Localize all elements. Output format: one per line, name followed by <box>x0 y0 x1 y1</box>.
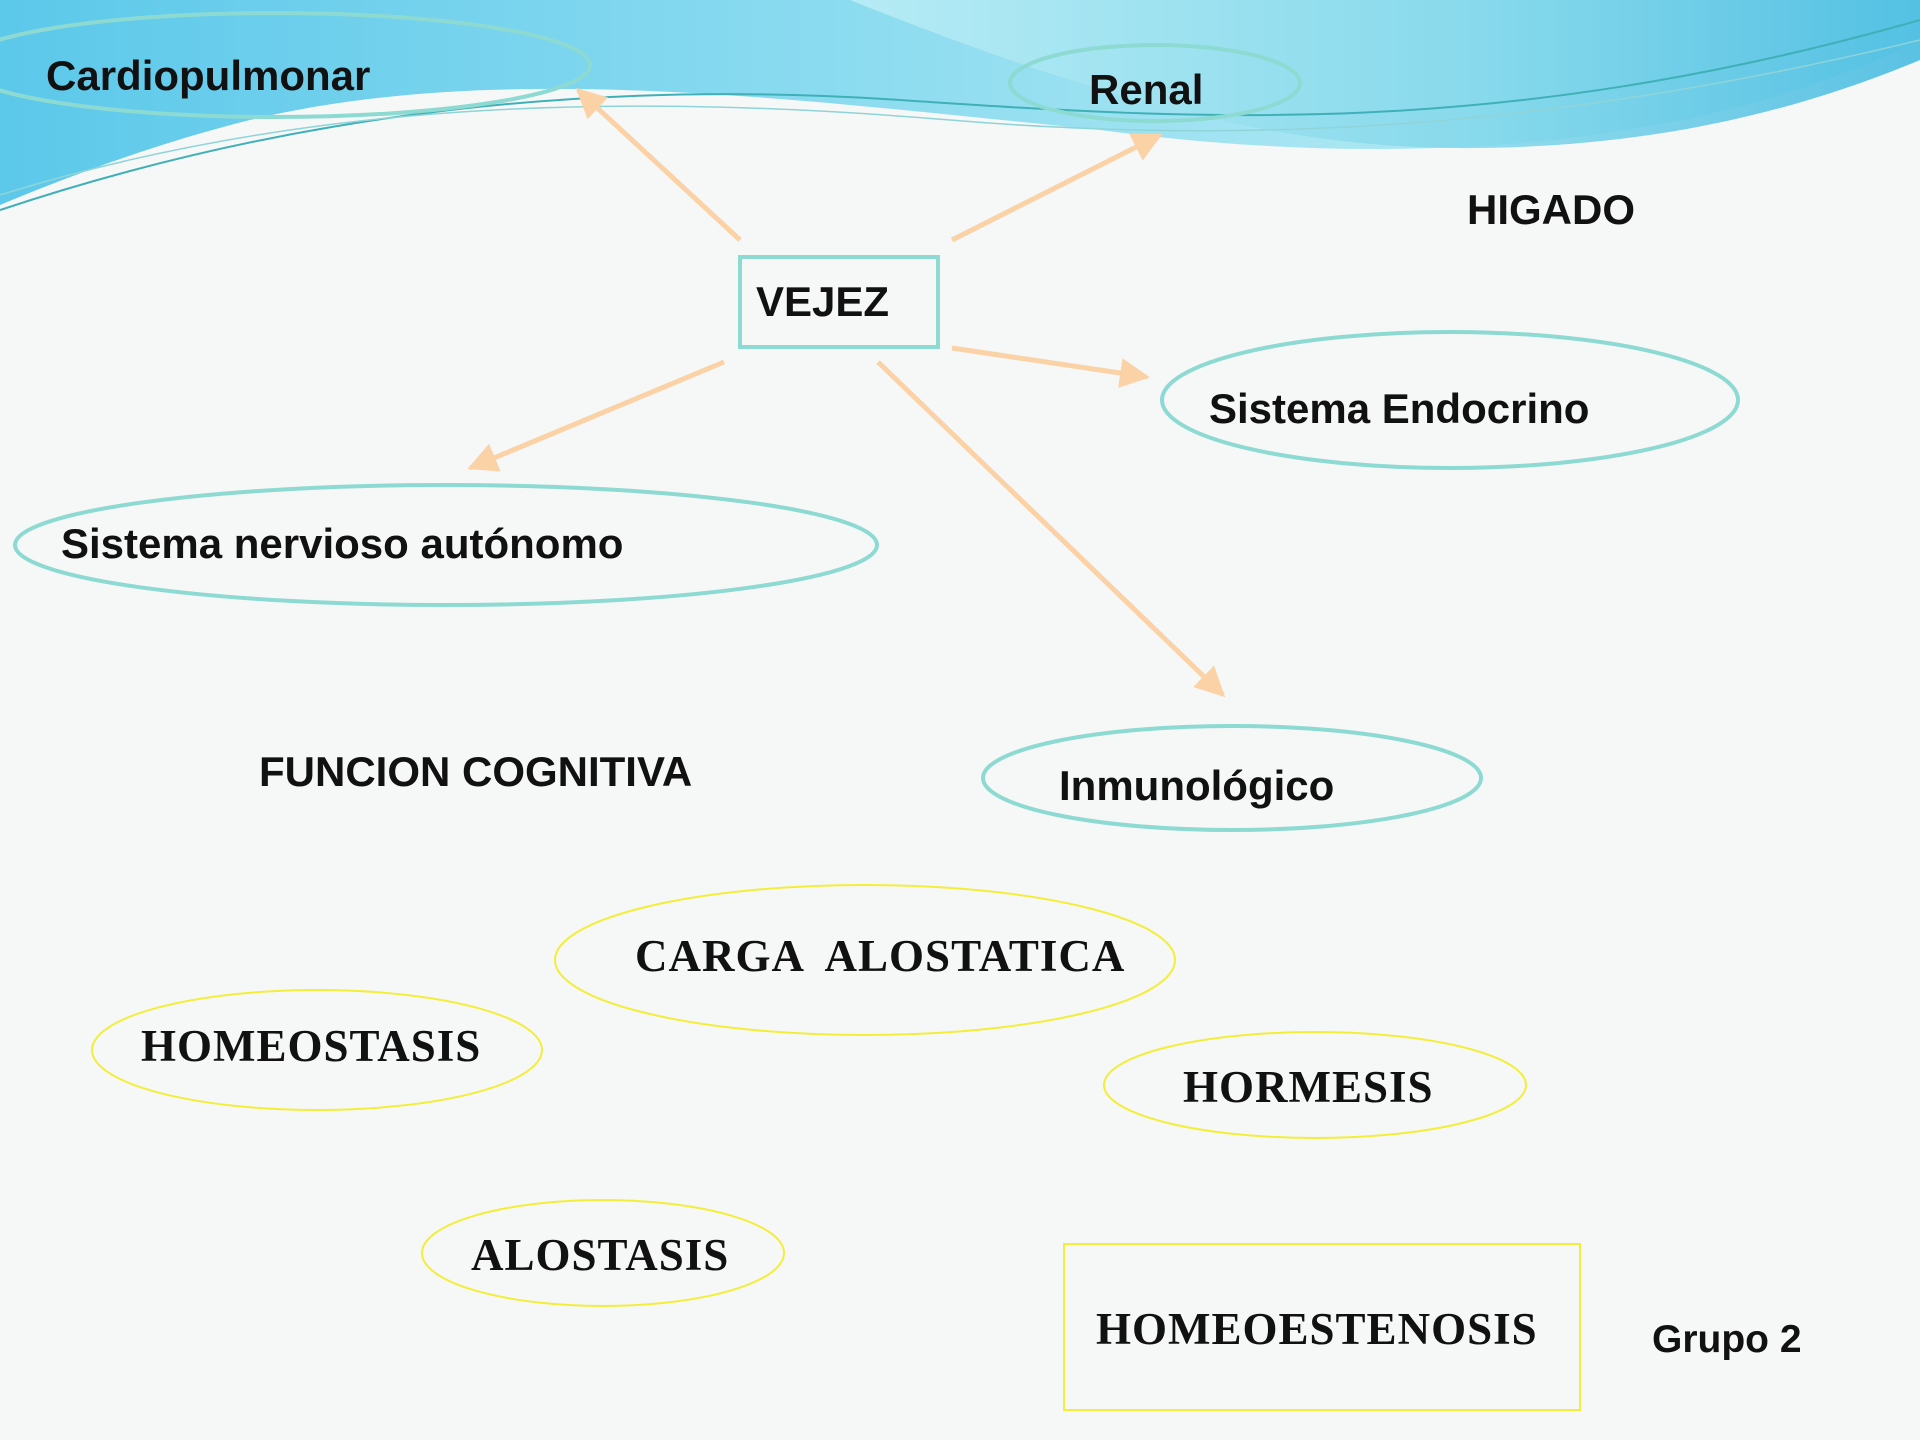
renal-ellipse <box>1008 43 1302 123</box>
arrow-to-renal <box>950 132 1163 243</box>
arrow-to-endocrino <box>951 345 1150 388</box>
connector-arrows <box>467 87 1226 698</box>
label-grupo: Grupo 2 <box>1652 1318 1802 1361</box>
header-wave-decoration <box>0 0 1920 211</box>
center-node-box <box>738 255 940 349</box>
label-renal: Renal <box>1089 66 1204 113</box>
label-homeostasis: HOMEOSTASIS <box>141 1021 482 1071</box>
label-higado: HIGADO <box>1467 186 1635 233</box>
label-alostasis: ALOSTASIS <box>471 1230 730 1280</box>
homeostasis-ellipse <box>91 989 543 1111</box>
label-cardiopulmonar: Cardiopulmonar <box>46 52 371 99</box>
label-homeoestenosis: HOMEOESTENOSIS <box>1096 1304 1538 1354</box>
arrow-to-nervioso <box>467 359 725 472</box>
label-hormesis: HORMESIS <box>1183 1062 1434 1112</box>
label-nervioso: Sistema nervioso autónomo <box>61 520 624 567</box>
arrow-to-cardiopulmonar <box>575 87 742 242</box>
hormesis-ellipse <box>1103 1031 1527 1139</box>
carga-ellipse <box>554 884 1176 1036</box>
endocrino-ellipse <box>1160 330 1740 470</box>
homeoestenosis-box <box>1063 1243 1581 1411</box>
alostasis-ellipse <box>421 1199 785 1307</box>
label-carga-alostatica: CARGA ALOSTATICA <box>635 931 1126 981</box>
nervioso-ellipse <box>13 483 879 607</box>
arrow-to-inmunologico <box>876 360 1226 698</box>
cardiopulmonar-ellipse <box>0 11 592 119</box>
inmunologico-ellipse <box>981 724 1483 832</box>
label-vejez: VEJEZ <box>756 278 890 325</box>
label-funcion-cognitiva: FUNCION COGNITIVA <box>259 748 693 795</box>
label-inmunologico: Inmunológico <box>1059 762 1335 809</box>
label-endocrino: Sistema Endocrino <box>1209 385 1590 432</box>
